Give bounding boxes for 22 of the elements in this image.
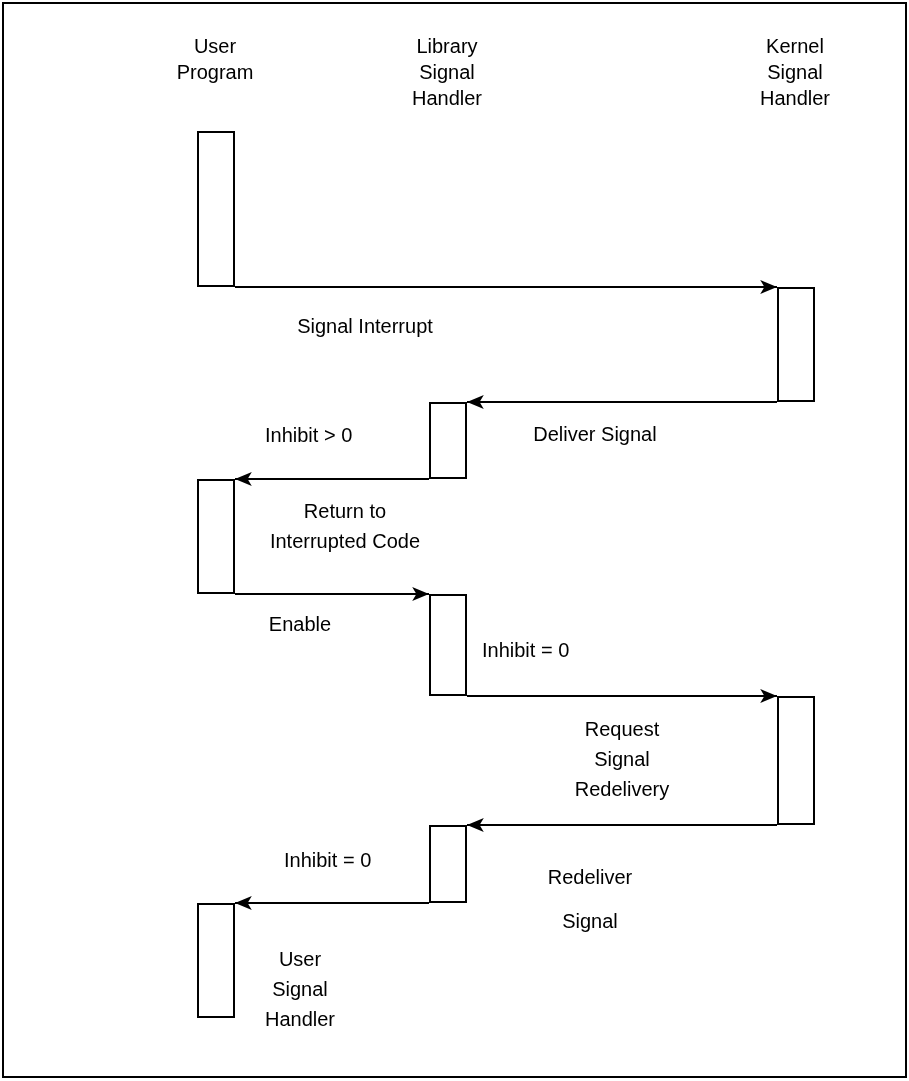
lane-header: Library Signal Handler bbox=[410, 34, 483, 111]
activation-bar bbox=[429, 594, 467, 696]
activation-bar bbox=[197, 479, 235, 594]
activation-bar bbox=[197, 131, 235, 287]
lane-header: Kernel Signal Handler bbox=[758, 34, 831, 111]
activation-bar bbox=[197, 903, 235, 1018]
condition-label: User Signal Handler bbox=[263, 947, 336, 1032]
activation-bar bbox=[429, 402, 467, 479]
lane-header: User Program bbox=[175, 34, 255, 85]
condition-label: Inhibit = 0 bbox=[284, 848, 373, 873]
arrow bbox=[234, 896, 430, 910]
condition-label: Inhibit > 0 bbox=[265, 423, 354, 448]
condition-label: Inhibit = 0 bbox=[482, 638, 571, 663]
arrow bbox=[234, 587, 430, 601]
activation-bar bbox=[777, 287, 815, 402]
arrow bbox=[466, 689, 778, 703]
activation-bar bbox=[777, 696, 815, 825]
arrow bbox=[234, 280, 778, 294]
arrow bbox=[466, 818, 778, 832]
activation-bar bbox=[429, 825, 467, 903]
arrow bbox=[234, 472, 430, 486]
arrow bbox=[466, 395, 778, 409]
